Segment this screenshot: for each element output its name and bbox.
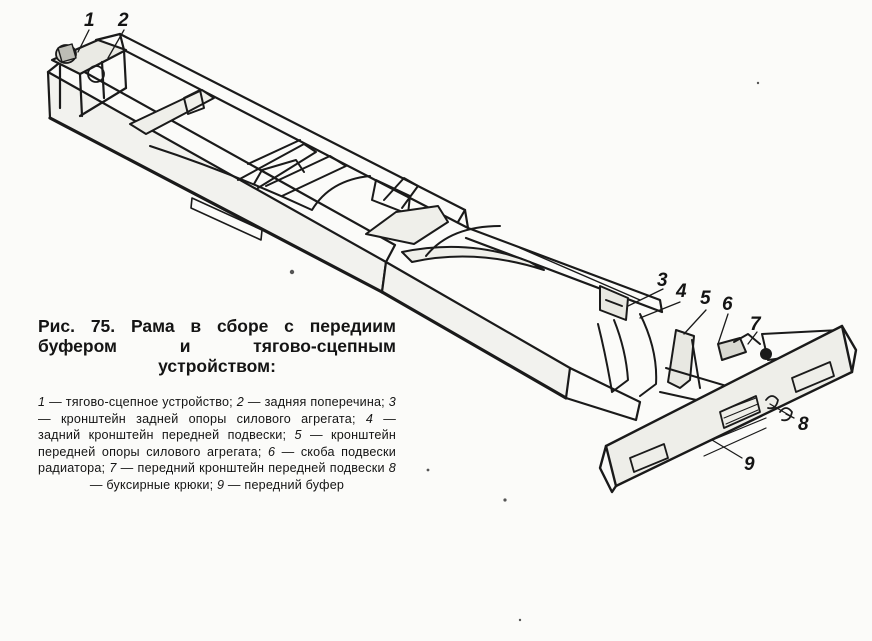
legend-entry: 6 — скоба подвески радиатора;: [38, 444, 397, 476]
legend-text: передний буфер: [244, 477, 345, 492]
legend-text: тягово-сцепное устройство;: [65, 395, 233, 409]
rear-crossmember: [50, 38, 128, 118]
legend-number: 9: [217, 477, 225, 492]
right-side-rail: [94, 32, 664, 314]
legend-number: 7: [109, 461, 117, 475]
scan-specks: [289, 81, 760, 622]
legend-number: 4: [365, 411, 374, 426]
callout-4: 4: [675, 281, 687, 302]
legend-text: передний кронштейн передней подвески: [137, 461, 385, 475]
legend-text: кронштейн передней опоры силового агрега…: [38, 428, 396, 459]
left-side-rail: [46, 58, 642, 422]
legend-entry: 4 — задний кронштейн передней подвески;: [38, 411, 397, 443]
legend-number: 3: [388, 395, 396, 409]
caption-legend: 1 — тягово-сцепное устройство; 2 — задня…: [38, 394, 396, 493]
towing-hooks: [765, 395, 793, 422]
figure-caption: Рис. 75. Рама в сборе с передиим буфером…: [38, 316, 396, 493]
callout-8: 8: [798, 414, 809, 435]
front-section: [597, 285, 843, 411]
legend-entry: 3 — кронштейн задней опоры силового агре…: [38, 395, 396, 426]
legend-entry: 5 — кронштейн передней опоры силового аг…: [38, 428, 396, 459]
legend-entry: 2 — задняя поперечина;: [236, 395, 385, 409]
legend-entry: 1 — тягово-сцепное устройство;: [38, 395, 233, 409]
legend-entry: 9 — передний буфер: [217, 477, 345, 492]
legend-text: буксирные крюки;: [106, 477, 214, 492]
caption-title: Рис. 75. Рама в сборе с передиим буфером…: [38, 316, 396, 376]
callout-2: 2: [117, 10, 129, 31]
callout-1: 1: [84, 10, 95, 31]
legend-number: 2: [236, 395, 244, 409]
callout-labels: 1 2 3 4 5 6 7 8 9: [84, 10, 809, 475]
front-bumper: [598, 324, 858, 494]
callout-leaders: [77, 29, 795, 459]
legend-number: 6: [267, 444, 276, 459]
legend-text: задняя поперечина;: [264, 395, 385, 409]
legend-text: скоба подвески радиатора;: [38, 444, 397, 476]
legend-entry: 8 — буксирные крюки;: [89, 461, 397, 492]
legend-entry: 7 — передний кронштейн передней подвески: [109, 461, 385, 475]
callout-5: 5: [700, 288, 711, 309]
legend-number: 1: [38, 395, 46, 409]
legend-number: 5: [294, 428, 302, 442]
legend-number: 8: [388, 461, 397, 475]
callout-6: 6: [722, 294, 733, 315]
legend-text: кронштейн задней опоры силового агрегата…: [60, 411, 356, 426]
legend-text: задний кронштейн передней подвески;: [38, 428, 287, 442]
crossmembers: [129, 89, 545, 271]
callout-9: 9: [744, 454, 755, 475]
callout-7: 7: [750, 314, 762, 335]
callout-3: 3: [657, 270, 668, 291]
